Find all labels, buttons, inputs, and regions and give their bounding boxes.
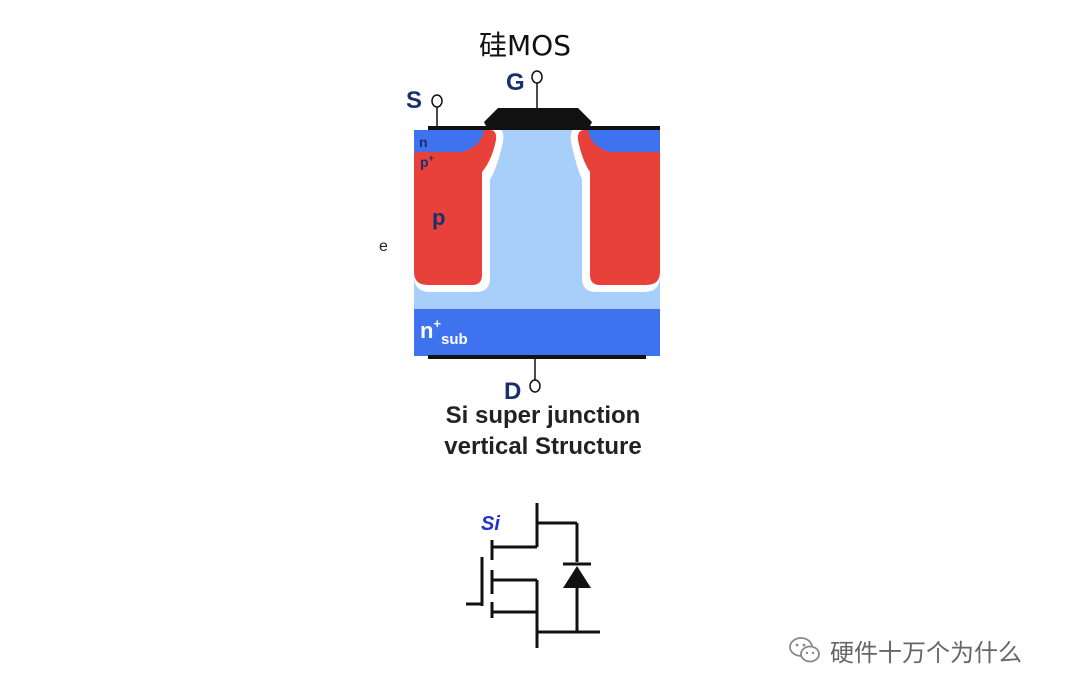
page-title: 硅MOS [479, 29, 571, 62]
source-label: S [406, 87, 422, 114]
drain-label: D [504, 378, 521, 405]
n-region-label: n [419, 134, 428, 150]
p-column-left [414, 130, 497, 285]
n-well-right [588, 130, 660, 152]
p-plus-sup: + [429, 153, 434, 163]
symbol-label: Si [481, 513, 500, 535]
p-plus-label: p+ [420, 153, 434, 170]
p-region-label: p [432, 205, 445, 230]
caption-line-1: Si super junction [445, 402, 641, 429]
watermark: 硬件十万个为什么 [788, 632, 1022, 668]
gate-terminal [531, 70, 543, 84]
watermark-text: 硬件十万个为什么 [830, 638, 1022, 667]
structure-caption: Si super junction vertical Structure [418, 400, 668, 462]
n-well-left [414, 130, 484, 152]
n-plus-sup: + [433, 316, 441, 331]
n-plus-base: n [420, 318, 433, 343]
n-plus-substrate [414, 309, 660, 356]
mosfet-symbol [466, 503, 600, 648]
p-plus-base: p [420, 154, 429, 170]
wechat-icon [789, 637, 820, 663]
drain-metal [428, 355, 646, 359]
p-column-right [577, 130, 660, 285]
caption-line-2: vertical Structure [444, 433, 642, 460]
diode-triangle-icon [563, 566, 591, 588]
drain-terminal [529, 379, 541, 393]
stray-character: e [379, 238, 388, 255]
gate-label: G [506, 69, 525, 96]
source-terminal [431, 94, 443, 108]
n-plus-sub-label: n+sub [420, 316, 468, 348]
gate-electrode [484, 108, 592, 126]
n-plus-sub: sub [441, 331, 468, 348]
source-metal [428, 126, 660, 130]
